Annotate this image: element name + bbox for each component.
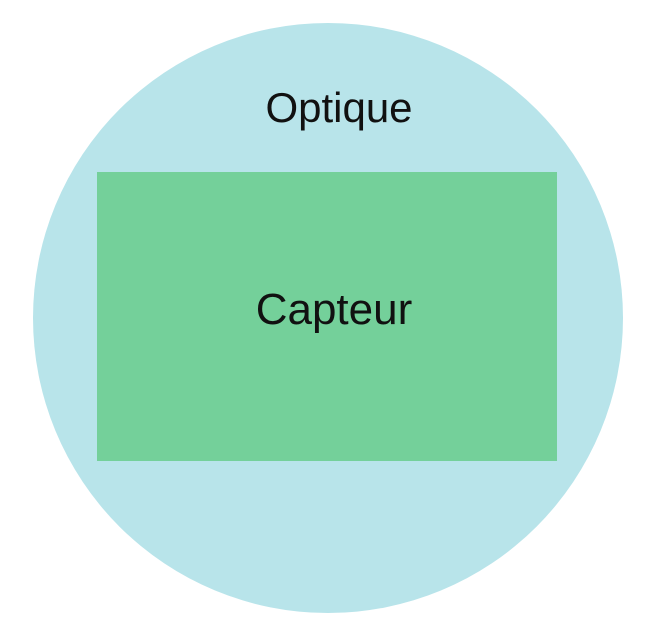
sensor-rectangle: Capteur	[97, 172, 557, 461]
sensor-label: Capteur	[255, 285, 413, 334]
optics-label: Optique	[265, 84, 413, 131]
